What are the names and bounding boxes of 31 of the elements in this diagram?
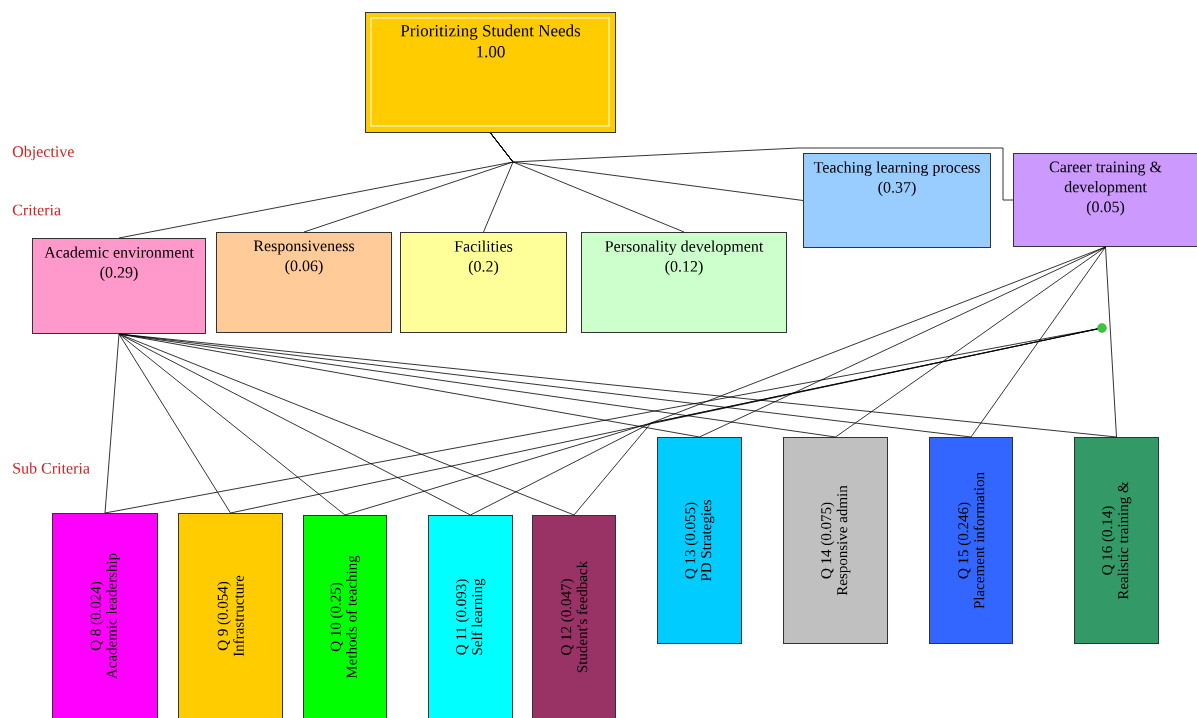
subcriteria-box: Q 13 (0.055) PD Strategies <box>657 437 742 644</box>
connector-line <box>118 333 471 516</box>
level-label: Objective <box>12 145 74 161</box>
connector-line <box>118 333 575 516</box>
subcriteria-box: Q 10 (0.25) Methods of teaching <box>303 515 387 718</box>
criteria-box: Career training & development (0.05) <box>1013 153 1197 247</box>
criteria-box: Personality development (0.12) <box>581 232 787 333</box>
connector-line <box>470 328 1098 516</box>
connector-line <box>118 333 231 514</box>
connector-line <box>490 132 1014 201</box>
connector-line <box>1105 246 1117 438</box>
subcriteria-box: Q 14 (0.075) Responsive admin <box>783 437 888 644</box>
connector-line <box>835 246 1106 438</box>
criteria-box: Facilities (0.2) <box>400 232 567 333</box>
subcriteria-box: Q 16 (0.14) Realistic training & <box>1074 437 1159 644</box>
level-label: Criteria <box>12 204 61 216</box>
level-label: Sub Criteria <box>13 462 90 474</box>
subcriteria-box: Q 11 (0.093) Self learning <box>428 515 513 718</box>
connector-line <box>970 246 1106 438</box>
connector-line <box>104 333 120 514</box>
subcriteria-box: Q 15 (0.246) Placement information <box>929 437 1013 644</box>
subcriteria-box: Q 9 (0.054) Infrastructure <box>178 513 283 718</box>
criteria-box: Teaching learning process (0.37) <box>803 153 991 248</box>
connector-line <box>573 246 1106 516</box>
criteria-box: Responsiveness (0.06) <box>216 232 392 333</box>
connector-line <box>699 246 1106 438</box>
goal-box: Prioritizing Student Needs 1.00 <box>365 12 616 133</box>
criteria-box: Academic environment (0.29) <box>32 238 206 334</box>
subcriteria-box: Q 12 (0.047) Student's feedback <box>532 515 616 718</box>
subcriteria-box: Q 8 (0.024) Academic leadership <box>52 513 158 718</box>
connector-line <box>118 333 346 516</box>
